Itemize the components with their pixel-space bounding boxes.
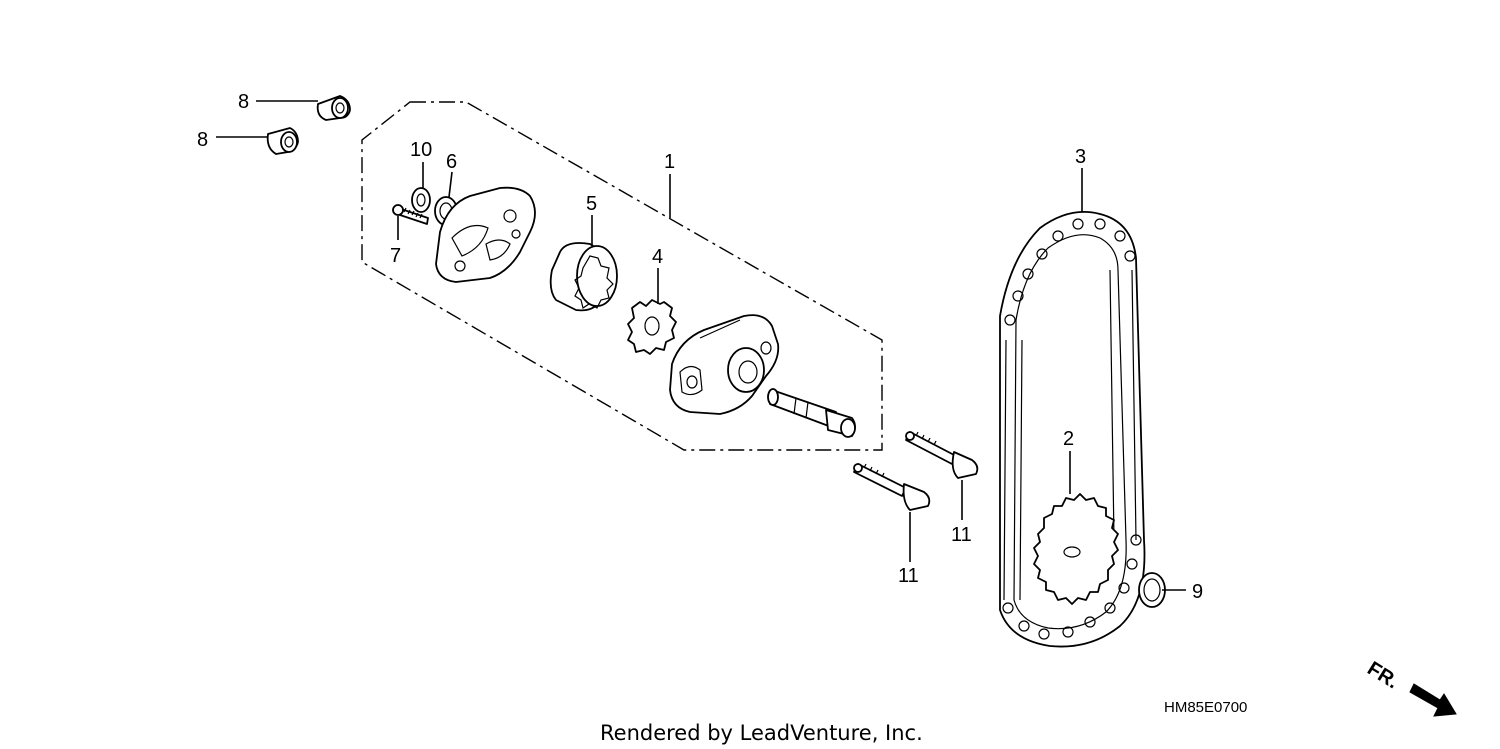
leader-lines [216,100,1186,591]
callout-7: 7 [390,245,401,267]
front-direction-marker: FR. [1363,658,1457,717]
assembly-boundary [361,101,883,451]
sprocket[interactable] [1033,493,1119,605]
front-label: FR. [1363,658,1402,694]
callout-2: 2 [1063,428,1074,450]
pump-shaft[interactable] [767,388,856,438]
dowel-pin-upper[interactable] [316,95,351,121]
callout-11-lower: 11 [898,565,919,587]
flange-bolt-upper[interactable] [905,431,979,479]
outer-rotor[interactable] [549,242,618,312]
callout-10: 10 [410,139,432,161]
footer-credit: Rendered by LeadVenture, Inc. [600,721,923,745]
snap-clip[interactable] [411,187,431,213]
diagram-code: HM85E0700 [1164,699,1247,716]
inner-rotor[interactable] [627,299,677,355]
callout-11-upper: 11 [951,524,972,546]
callout-4: 4 [652,246,663,268]
front-arrow-icon [1409,683,1457,717]
callout-1: 1 [664,151,675,173]
callout-9: 9 [1192,581,1203,603]
flange-bolt-lower[interactable] [853,463,931,511]
dowel-pin-lower[interactable] [266,127,299,155]
callout-6: 6 [446,151,457,173]
pump-body[interactable] [669,314,780,415]
pump-cover-plate[interactable] [435,186,536,283]
callout-8-upper: 8 [238,91,249,113]
callout-5: 5 [586,193,597,215]
small-screw[interactable] [392,204,429,225]
callout-8-lower: 8 [197,129,208,151]
callout-3: 3 [1075,146,1086,168]
snap-ring[interactable] [1138,572,1166,608]
